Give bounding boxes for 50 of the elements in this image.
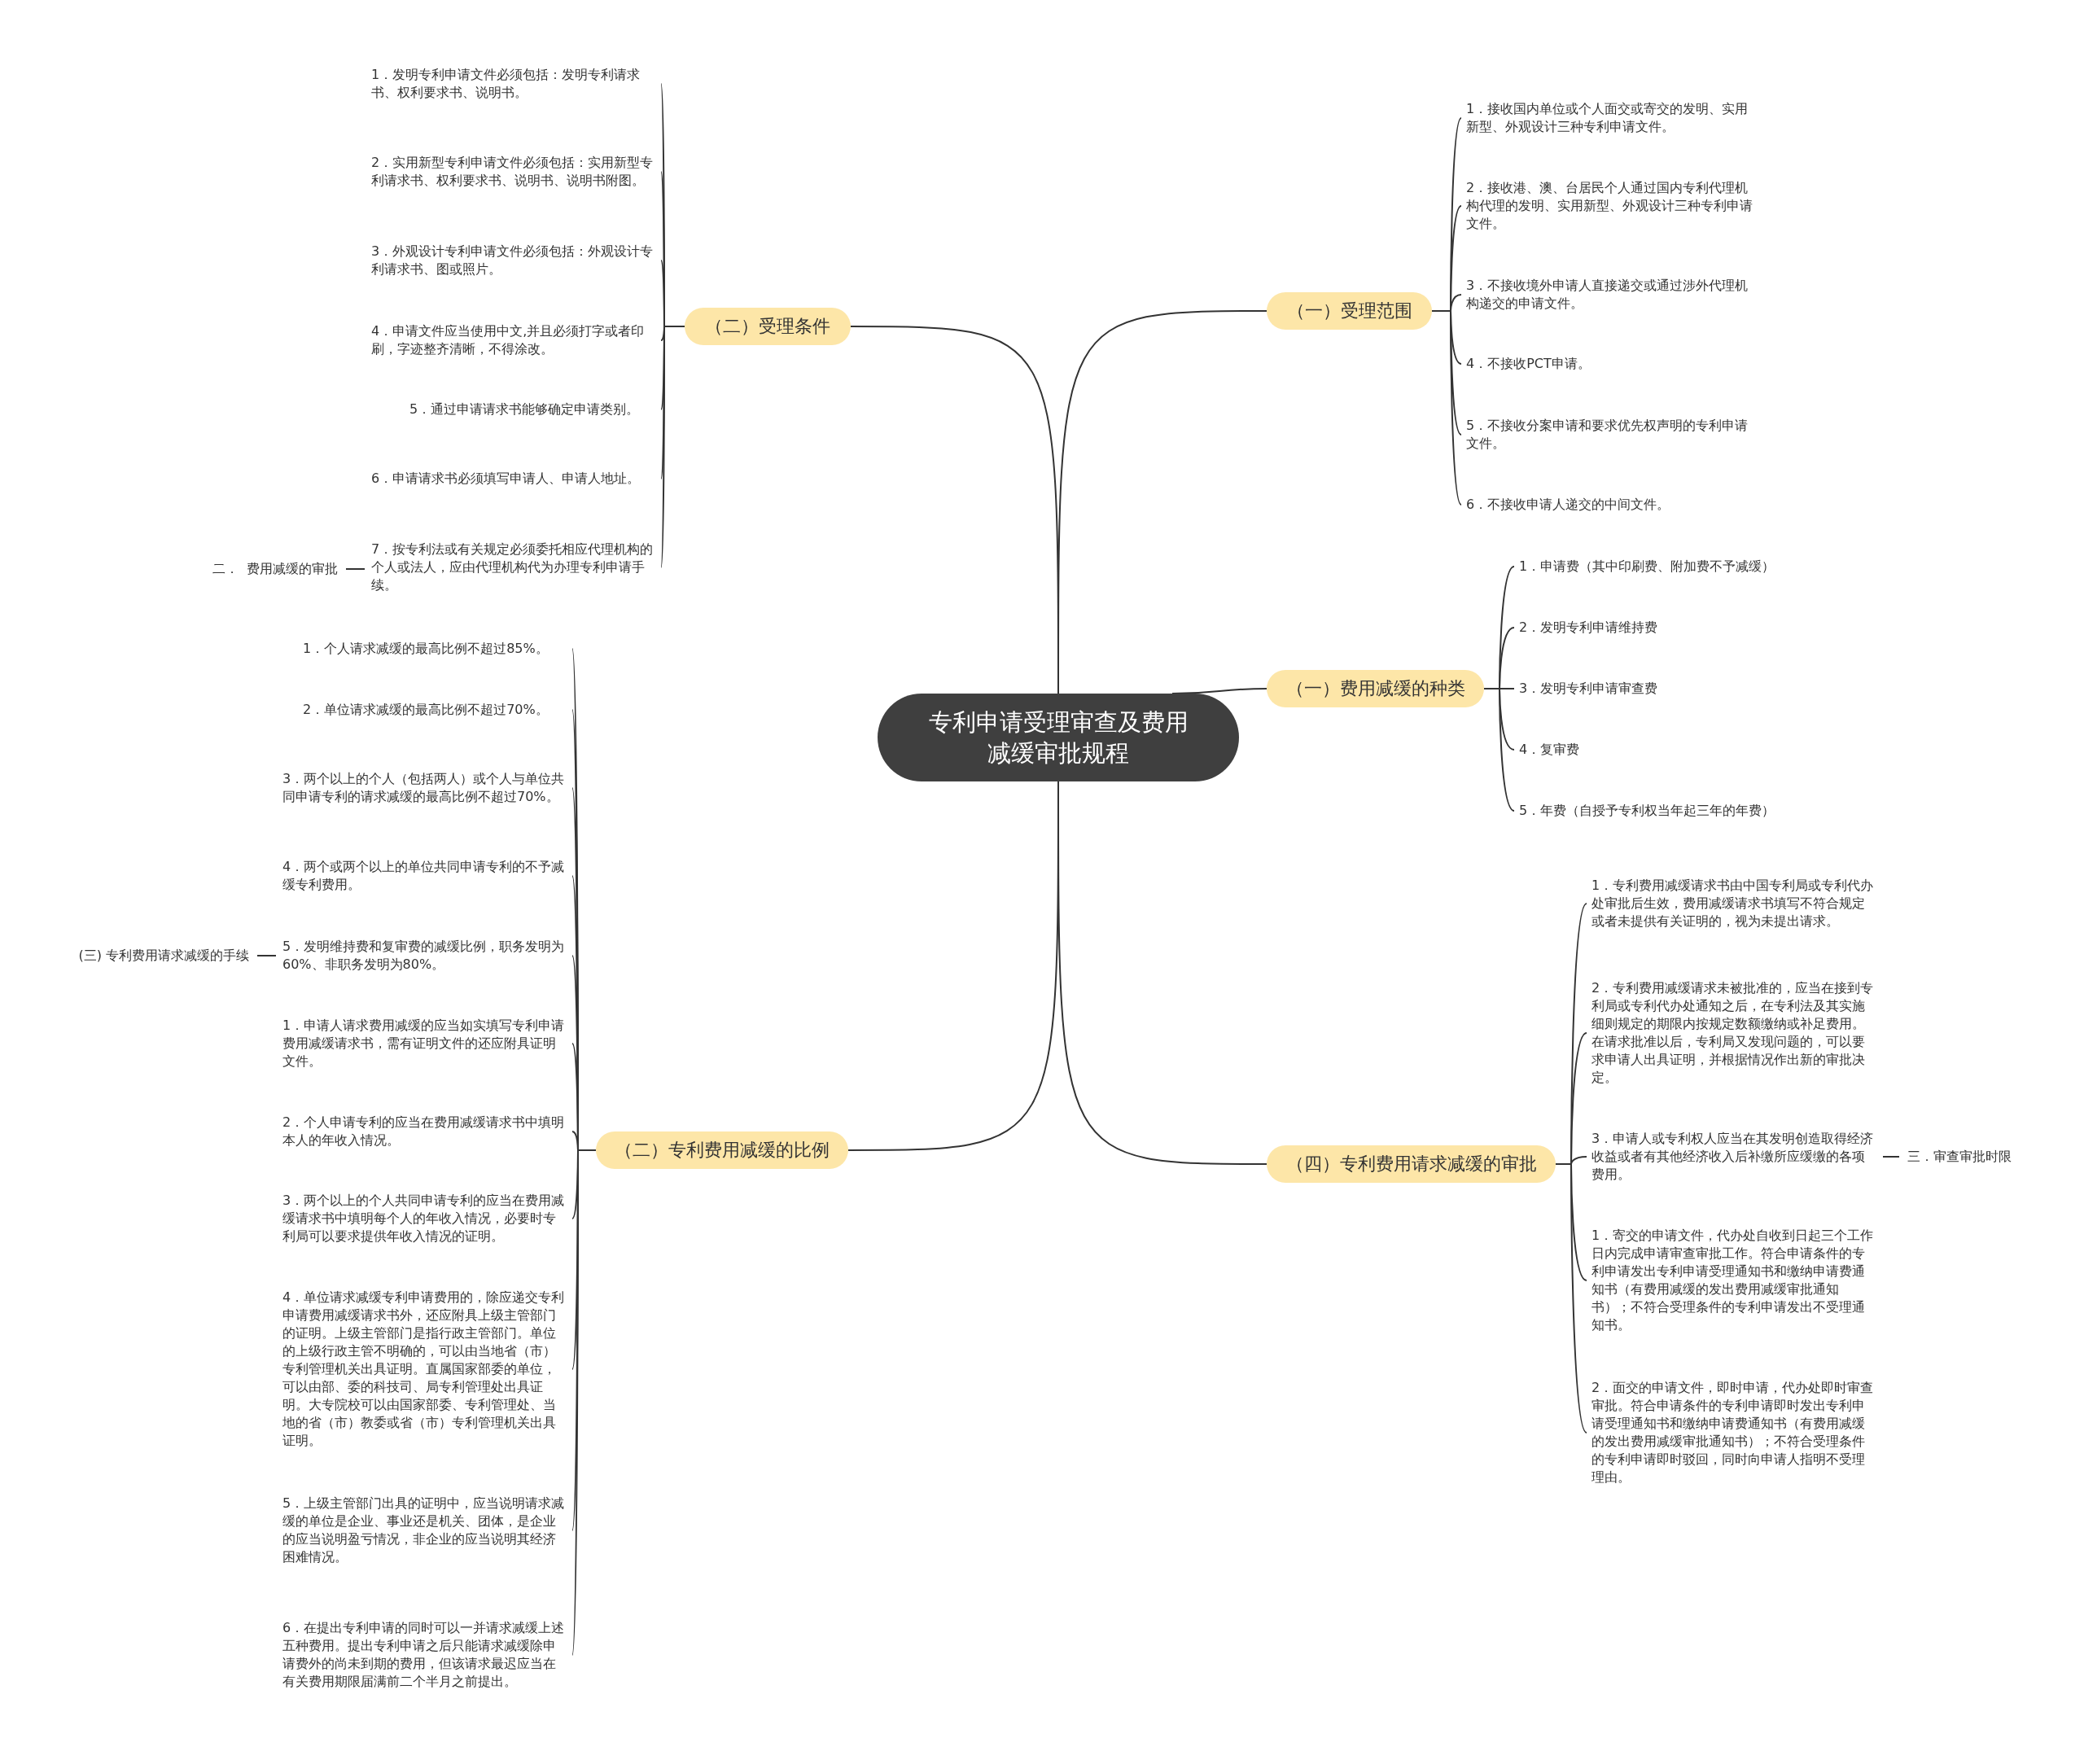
note-text: 3．申请人或专利权人应当在其发明创造取得经济收益或者有其他经济收入后补缴所应缓缴的各项费用。 [1591, 1130, 1876, 1184]
note-text: 1．申请人请求费用减缓的应当如实填写专利申请费用减缓请求书，需有证明文件的还应附具证明文件。 [282, 1017, 567, 1070]
central-topic: 专利申请受理审查及费用减缓审批规程 [878, 694, 1239, 781]
note-text: 5．通过申请请求书能够确定申请类别。 [409, 401, 656, 418]
note-text: 2．发明专利申请维持费 [1519, 619, 1820, 637]
note-text: 5．上级主管部门出具的证明中，应当说明请求减缓的单位是企业、事业还是机关、团体，是企业的应当说明盈亏情况，非企业的应当说明其经济困难情况。 [282, 1495, 567, 1566]
note-text: 5．年费（自授予专利权当年起三年的年费） [1519, 802, 1820, 820]
connector-line [660, 326, 685, 568]
note-text: 4．单位请求减缓专利申请费用的，除应递交专利申请费用减缓请求书外，还应附具上级主管部门的证明。上级主管部门是指行政主管部门。单位的上级行政主管不明确的，可以由当地省（市）专利管理机关出具证明。直属国家部委的单位，可以由部、委的科技司、局专利管理处出具证明。大专院校可以由国家部委、专利管理处、当地的省（市）教委或省（市）专利管理机关出具证明。 [282, 1289, 567, 1450]
connector-line [1882, 1156, 1900, 1158]
note-text: 1．接收国内单位或个人面交或寄交的发明、实用新型、外观设计三种专利申请文件。 [1466, 100, 1753, 136]
note-text: (三) 专利费用请求减缓的手续 [54, 947, 249, 965]
note-text: 3．不接收境外申请人直接递交或通过涉外代理机构递交的申请文件。 [1466, 277, 1753, 313]
note-text: 5．不接收分案申请和要求优先权声明的专利申请文件。 [1466, 417, 1753, 453]
connector-line [1555, 1163, 1587, 1434]
note-text: 2．专利费用减缓请求未被批准的，应当在接到专利局或专利代办处通知之后，在专利法及其实施细则规定的期限内按规定数额缴纳或补足费用。在请求批准以后，专利局又发现问题的，可以要求申请人出具证明，并根据情况作出新的审批决定。 [1591, 979, 1876, 1087]
note-text: 6．在提出专利申请的同时可以一并请求减缓上述五种费用。提出专利申请之后只能请求减缓除申请费外的尚未到期的费用，但该请求最迟应当在有关费用期限届满前二个半月之前提出。 [282, 1619, 567, 1691]
note-text: 6．不接收申请人递交的中间文件。 [1466, 496, 1753, 514]
note-text: 2．实用新型专利申请文件必须包括：实用新型专利请求书、权利要求书、说明书、说明书附图。 [371, 154, 656, 190]
topic-pill: （二）受理条件 [685, 308, 851, 345]
note-text: 二． 费用减缓的审批 [187, 560, 338, 578]
note-text: 4．申请文件应当使用中文,并且必须打字或者印刷，字迹整齐清晰，不得涂改。 [371, 322, 656, 358]
note-text: 3．两个以上的个人（包括两人）或个人与单位共同申请专利的请求减缓的最高比例不超过70%。 [282, 770, 567, 806]
topic-pill: （一）费用减缓的种类 [1267, 670, 1484, 707]
topic-pill: （四）专利费用请求减缓的审批 [1267, 1145, 1556, 1183]
note-text: 2．接收港、澳、台居民个人通过国内专利代理机构代理的发明、实用新型、外观设计三种专利申请文件。 [1466, 179, 1753, 233]
note-text: 1．专利费用减缓请求书由中国专利局或专利代办处审批后生效，费用减缓请求书填写不符合规定或者未提供有关证明的，视为未提出请求。 [1591, 877, 1876, 930]
note-text: 4．不接收PCT申请。 [1466, 355, 1753, 373]
note-text: 3．外观设计专利申请文件必须包括：外观设计专利请求书、图或照片。 [371, 243, 656, 278]
connector-line [1483, 688, 1515, 812]
note-text: 3．发明专利申请审查费 [1519, 680, 1820, 698]
connector-line [345, 568, 366, 570]
note-text: 1．申请费（其中印刷费、附加费不予减缓） [1519, 558, 1820, 576]
note-text: 2．单位请求减缓的最高比例不超过70%。 [303, 701, 567, 719]
connector-line [1171, 688, 1267, 694]
note-text: 1．发明专利申请文件必须包括：发明专利请求书、权利要求书、说明书。 [371, 66, 656, 102]
note-text: 5．发明维持费和复审费的减缓比例，职务发明为60%、非职务发明为80%。 [282, 938, 567, 974]
topic-pill: （二）专利费用减缓的比例 [596, 1131, 848, 1169]
note-text: 4．两个或两个以上的单位共同申请专利的不予减缓专利费用。 [282, 858, 567, 894]
note-text: 3．两个以上的个人共同申请专利的应当在费用减缓请求书中填明每个人的年收入情况，必要时专利局可以要求提供年收入情况的证明。 [282, 1192, 567, 1245]
note-text: 1．个人请求减缓的最高比例不超过85%。 [303, 640, 567, 658]
note-text: 7．按专利法或有关规定必须委托相应代理机构的个人或法人，应由代理机构代为办理专利申请手续。 [371, 541, 656, 594]
note-text: 1．寄交的申请文件，代办处自收到日起三个工作日内完成申请审查审批工作。符合申请条件的专利申请发出专利申请受理通知书和缴纳申请费通知书（有费用减缓的发出费用减缓审批通知书）；不符合受理条件的专利申请发出不受理通知书。 [1591, 1227, 1876, 1334]
note-text: 2．个人申请专利的应当在费用减缓请求书中填明本人的年收入情况。 [282, 1114, 567, 1149]
note-text: 2．面交的申请文件，即时申请，代办处即时审查审批。符合申请条件的专利申请即时发出专利申请受理通知书和缴纳申请费通知书（有费用减缓的发出费用减缓审批通知书）；不符合受理条件的专利申请即时驳回，同时向申请人指明不受理理由。 [1591, 1379, 1876, 1486]
note-text: 6．申请请求书必须填写申请人、申请人地址。 [371, 470, 656, 488]
note-text: 三．审查审批时限 [1907, 1148, 2046, 1166]
topic-pill: （一）受理范围 [1267, 292, 1432, 330]
connector-line [256, 955, 277, 956]
note-text: 4．复审费 [1519, 741, 1820, 759]
